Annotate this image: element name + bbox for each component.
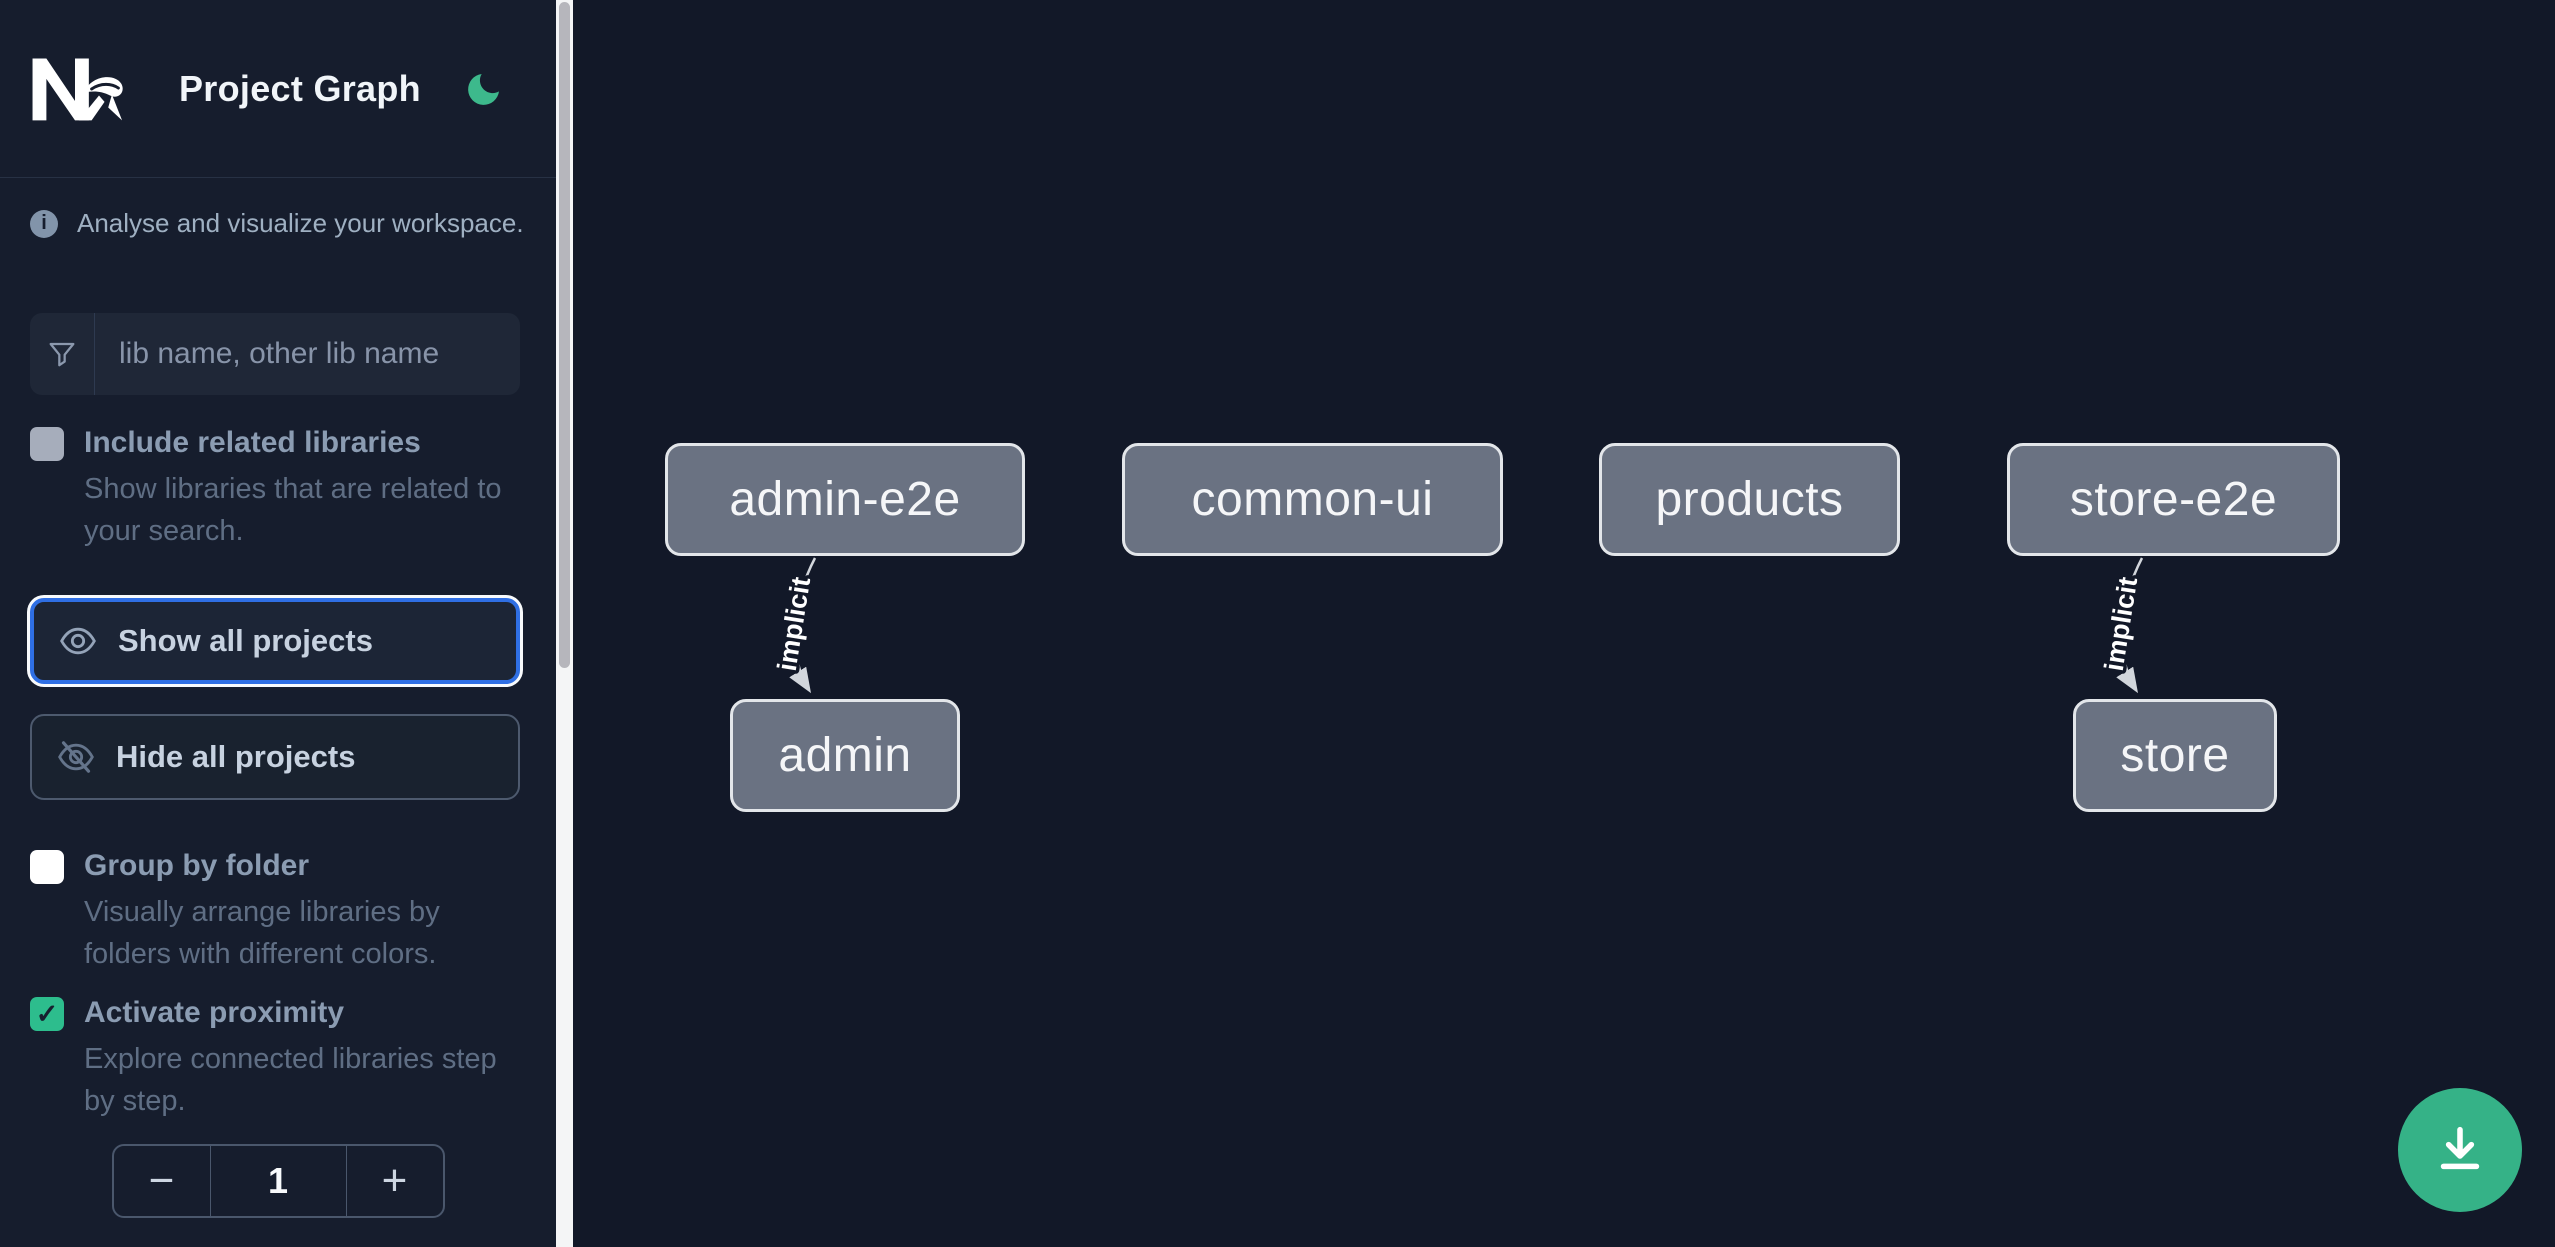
include-related-row: ✓ Include related libraries Show librari… xyxy=(30,423,526,552)
group-by-folder-row: ✓ Group by folder Visually arrange libra… xyxy=(30,846,526,975)
graph-canvas[interactable]: implicit implicit admin-e2e common-ui produ… xyxy=(573,0,2555,1247)
graph-edges-layer: implicit implicit xyxy=(768,557,2147,694)
hide-all-projects-button[interactable]: Hide all projects xyxy=(30,714,520,800)
graph-node-products[interactable]: products xyxy=(1599,443,1900,556)
proximity-depth-stepper: − 1 + xyxy=(111,1144,445,1218)
edge-label-admin-e2e-admin: implicit xyxy=(772,575,816,673)
eye-icon xyxy=(58,621,98,661)
activate-proximity-texts: Activate proximity Explore connected lib… xyxy=(84,993,526,1122)
graph-node-store[interactable]: store xyxy=(2073,699,2277,812)
check-icon: ✓ xyxy=(35,998,59,1029)
include-related-texts: Include related libraries Show libraries… xyxy=(84,423,526,552)
page-title: Project Graph xyxy=(179,67,421,109)
filter-input[interactable] xyxy=(95,313,520,395)
sidebar-scrollbar-track[interactable] xyxy=(556,0,573,1247)
activate-proximity-row: ✓ Activate proximity Explore connected l… xyxy=(30,993,526,1122)
sidebar-scrollbar-thumb[interactable] xyxy=(559,2,570,668)
increment-button[interactable]: + xyxy=(347,1146,443,1216)
show-all-projects-label: Show all projects xyxy=(118,623,373,658)
include-related-label[interactable]: Include related libraries xyxy=(84,426,421,459)
workspace-tagline: Analyse and visualize your workspace. xyxy=(77,208,524,238)
sidebar-header: Project Graph xyxy=(0,0,556,178)
graph-node-admin[interactable]: admin xyxy=(730,699,960,812)
download-icon xyxy=(2431,1120,2489,1181)
download-graph-button[interactable] xyxy=(2398,1088,2522,1212)
moon-icon xyxy=(464,73,504,112)
sidebar: Project Graph i Analyse and visualize yo… xyxy=(0,0,556,1247)
activate-proximity-checkbox[interactable]: ✓ xyxy=(30,997,64,1031)
group-by-folder-label[interactable]: Group by folder xyxy=(84,849,309,882)
activate-proximity-label[interactable]: Activate proximity xyxy=(84,996,345,1029)
workspace-tagline-row: i Analyse and visualize your workspace. xyxy=(30,208,536,239)
graph-node-store-e2e[interactable]: store-e2e xyxy=(2007,443,2340,556)
funnel-icon xyxy=(30,313,95,395)
decrement-button[interactable]: − xyxy=(114,1146,210,1216)
graph-node-admin-e2e[interactable]: admin-e2e xyxy=(665,443,1025,556)
show-all-projects-button[interactable]: Show all projects xyxy=(30,598,520,684)
activate-proximity-description: Explore connected libraries step by step… xyxy=(84,1043,497,1117)
edge-admin-e2e-admin xyxy=(789,557,817,694)
dark-mode-toggle[interactable] xyxy=(464,69,504,109)
eye-off-icon xyxy=(56,737,96,777)
edge-store-e2e-store xyxy=(2116,557,2144,694)
group-by-folder-checkbox[interactable]: ✓ xyxy=(30,850,64,884)
hide-all-projects-label: Hide all projects xyxy=(116,739,356,774)
info-icon: i xyxy=(30,209,58,238)
edge-label-store-e2e-store: implicit xyxy=(2099,575,2143,673)
group-by-folder-texts: Group by folder Visually arrange librari… xyxy=(84,846,526,975)
include-related-checkbox[interactable]: ✓ xyxy=(30,427,64,461)
include-related-description: Show libraries that are related to your … xyxy=(84,473,502,547)
project-filter xyxy=(30,313,520,395)
proximity-depth-value: 1 xyxy=(209,1146,347,1216)
group-by-folder-description: Visually arrange libraries by folders wi… xyxy=(84,896,440,970)
graph-node-common-ui[interactable]: common-ui xyxy=(1122,443,1503,556)
nx-logo-icon xyxy=(27,52,123,126)
